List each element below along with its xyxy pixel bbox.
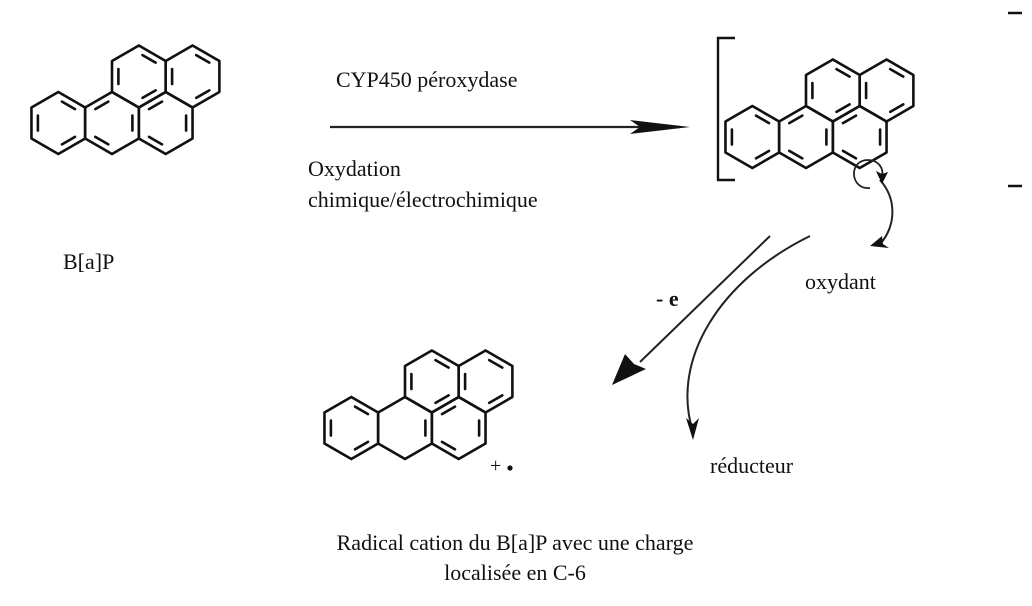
redox-curved-arrow — [686, 235, 811, 433]
electron-loss-arrow-head — [612, 354, 646, 385]
double-bond — [440, 405, 457, 416]
redox-curved-arrow-head — [686, 418, 699, 440]
double-bond — [147, 135, 164, 146]
product-caption-line1: Radical cation du B[a]P avec une charge — [336, 530, 694, 555]
ring-outline — [164, 44, 221, 109]
ring-outline — [804, 58, 861, 123]
double-bond — [353, 440, 370, 451]
double-bond — [888, 67, 905, 78]
double-bond — [835, 103, 851, 114]
electron-push-arrow — [853, 159, 884, 189]
double-bond — [787, 149, 804, 160]
double-bond — [487, 358, 504, 369]
electron-loss-label: - e — [656, 286, 679, 311]
ring-outline — [30, 90, 87, 156]
double-bond — [754, 114, 771, 125]
double-bond — [754, 149, 771, 160]
electron-push-arrow-head — [876, 171, 888, 184]
ring-outline — [110, 44, 167, 109]
double-bond — [487, 394, 504, 405]
double-bond — [94, 135, 110, 146]
ring-outline — [323, 395, 380, 461]
double-bond — [141, 53, 157, 64]
double-bond — [841, 114, 858, 125]
reagent-top-label: CYP450 péroxydase — [336, 67, 518, 92]
oxidant-label: oxydant — [805, 269, 876, 294]
double-bond — [434, 394, 450, 405]
double-bond — [787, 114, 804, 125]
oxidant-curved-arrow — [879, 179, 894, 245]
double-bond — [141, 89, 157, 100]
double-bond — [440, 440, 457, 451]
double-bond — [353, 405, 370, 416]
double-bond — [194, 89, 211, 100]
double-bond — [194, 53, 211, 64]
intermediate-structure — [724, 58, 915, 170]
oxidant-curved-arrow-head — [870, 236, 889, 248]
ring-outline — [831, 104, 888, 170]
bracket-right — [1008, 11, 1022, 188]
benzo-a-pyrene-structure — [30, 44, 221, 156]
ring-outline — [83, 90, 141, 156]
double-bond — [60, 135, 77, 146]
double-bond — [60, 100, 77, 111]
reagent-bottom-label-line1: Oxydation — [308, 156, 401, 181]
charge-plus-label: + — [490, 455, 502, 477]
double-bond — [888, 103, 905, 114]
product-caption-line2: localisée en C-6 — [444, 560, 586, 585]
ring-outline — [724, 104, 781, 170]
double-bond — [94, 100, 110, 111]
radical-dot — [507, 465, 513, 471]
double-bond — [835, 67, 851, 78]
double-bond — [841, 149, 858, 160]
bracket-left — [716, 36, 735, 182]
reactant-label: B[a]P — [63, 249, 115, 274]
double-bond — [434, 358, 450, 369]
ring-outline — [777, 104, 835, 170]
ring-outline — [137, 90, 194, 156]
reagent-bottom-label-line2: chimique/électrochimique — [308, 187, 538, 212]
ring-outline — [858, 58, 915, 123]
ring-outline — [403, 349, 460, 414]
ring-outline — [457, 349, 514, 414]
ring-outline — [376, 395, 434, 461]
electron-loss-arrow — [639, 235, 771, 363]
radical-cation-structure — [323, 349, 514, 461]
reaction-arrow-head — [630, 120, 690, 134]
ring-outline — [430, 395, 487, 461]
double-bond — [147, 100, 164, 111]
reductant-label: réducteur — [710, 453, 794, 478]
